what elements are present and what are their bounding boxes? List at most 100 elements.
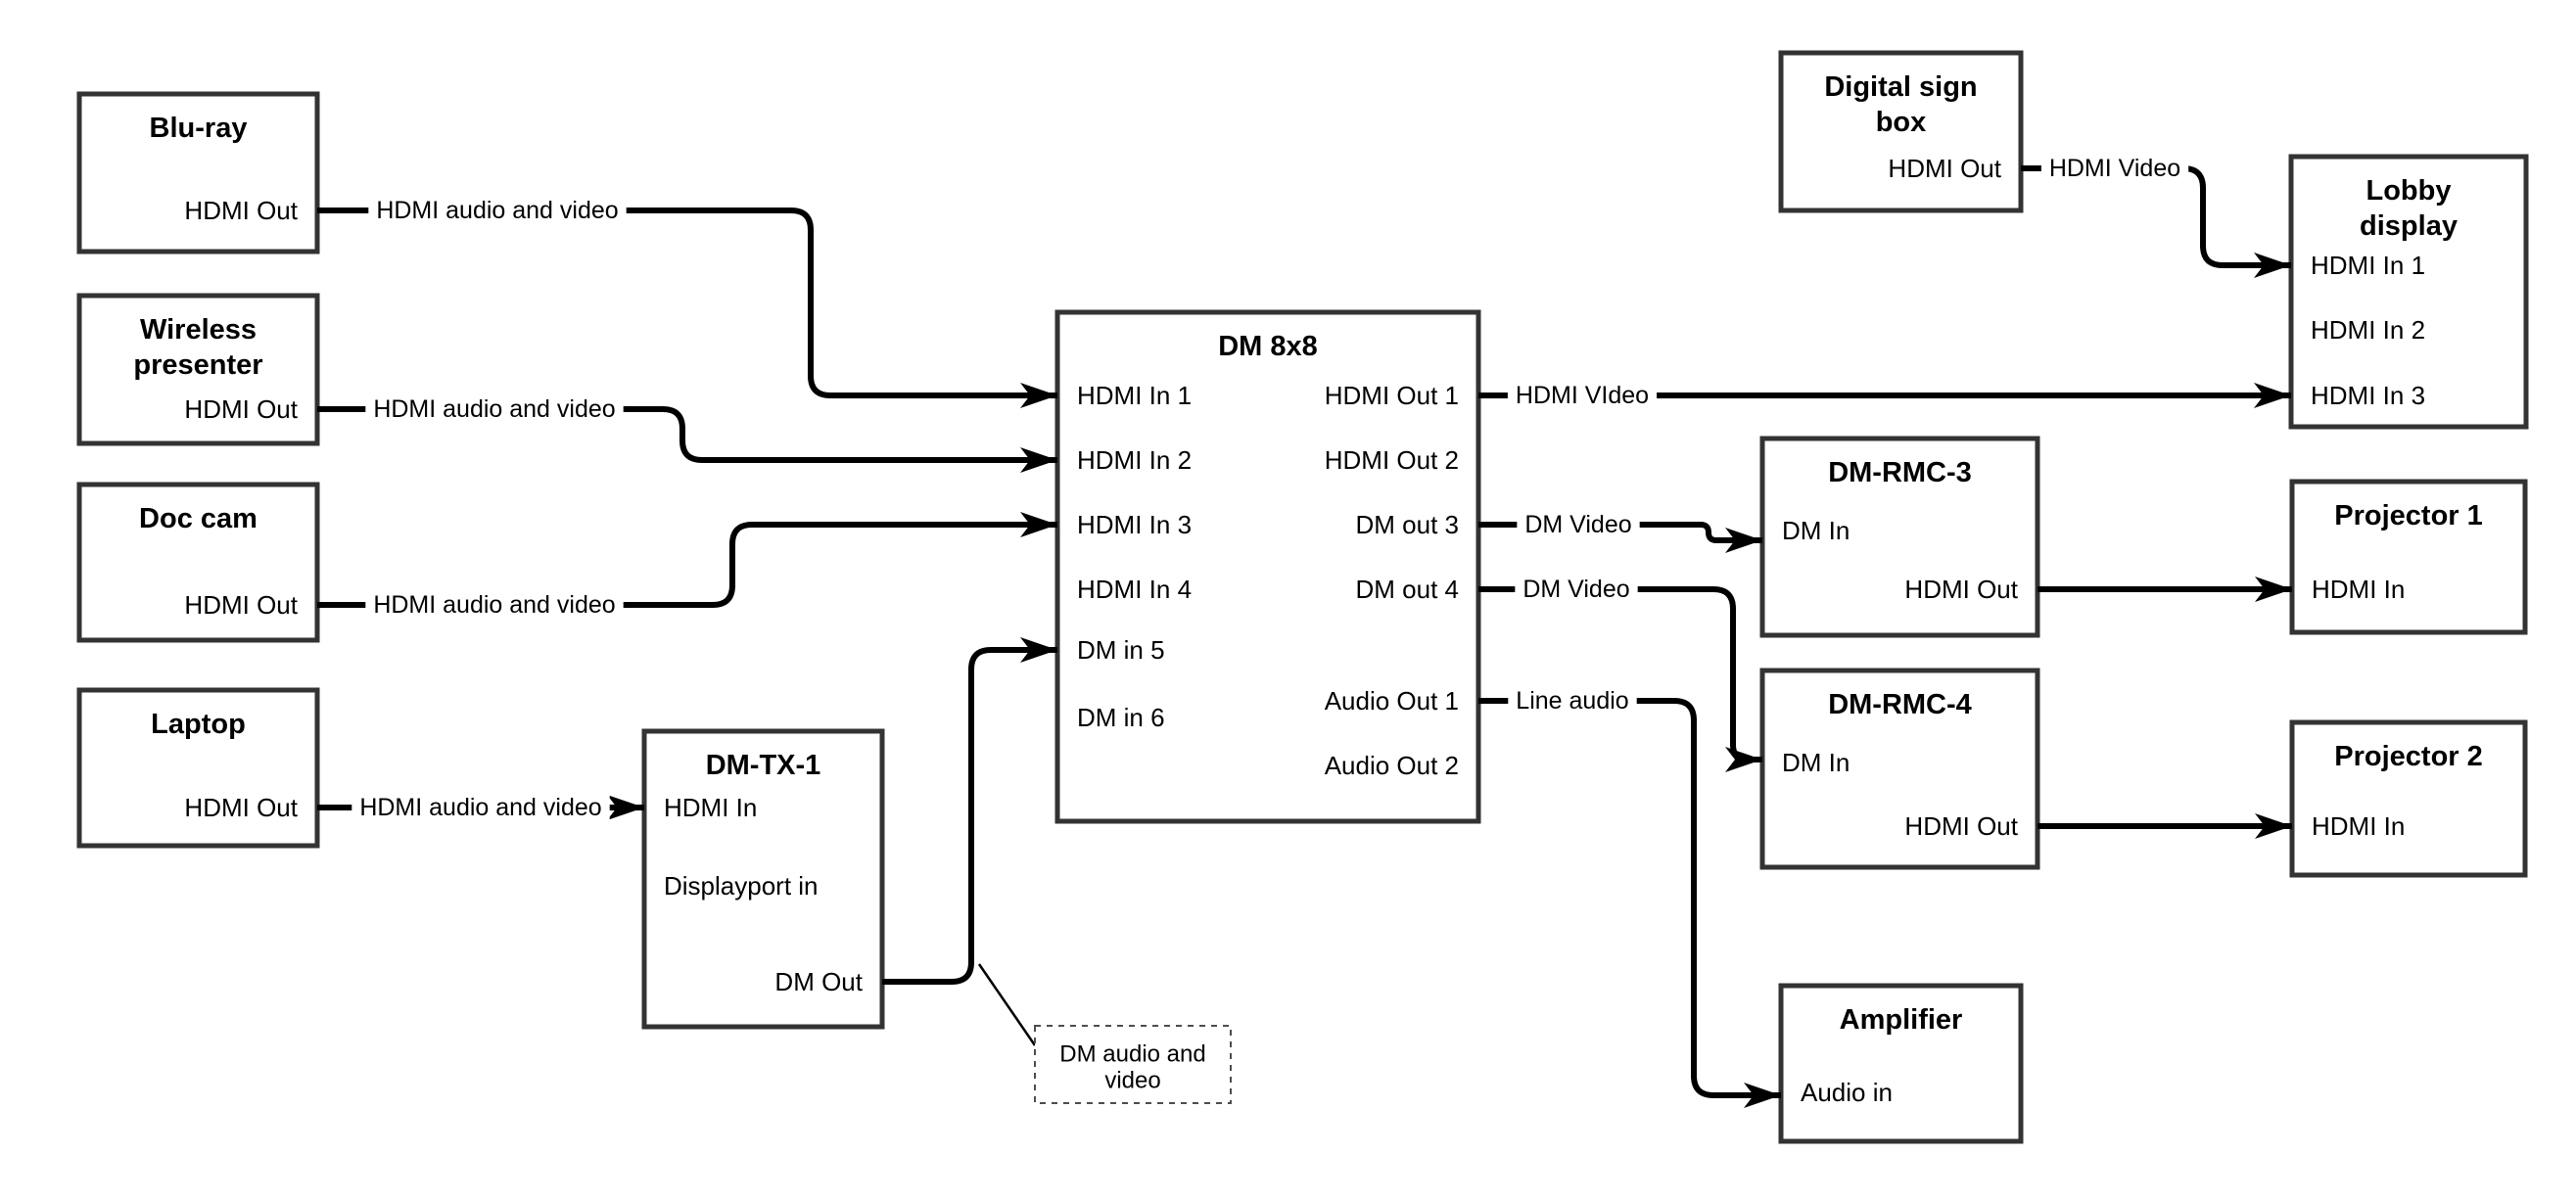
wire-label-bg <box>1508 684 1637 717</box>
port-amplifier-audio-in: Audio in <box>1801 1078 1893 1107</box>
port-lobby-display-hdmi-in-2: HDMI In 2 <box>2311 315 2425 345</box>
wire-label-bg <box>2040 152 2189 185</box>
port-dm-8x8-dm-in-6: DM in 6 <box>1077 703 1165 732</box>
port-lobby-display-hdmi-in-1: HDMI In 1 <box>2311 251 2425 280</box>
node-box-blu-ray <box>76 91 320 254</box>
wire-digital-sign-box-to-lobby-display-hdmi-in-1 <box>2021 165 2291 278</box>
wire-wireless-presenter-to-dm-8x8-hdmi-in-2 <box>317 406 1057 473</box>
node-title-dm-8x8: DM 8x8 <box>1218 331 1318 362</box>
wire-doc-cam-to-dm-8x8-hdmi-in-3 <box>317 512 1057 608</box>
node-box-dm-rmc-3 <box>1759 436 2040 638</box>
port-dm-tx-1-dm-out: DM Out <box>774 967 863 996</box>
wire-label-hdmi-audio-and-video-0: HDMI audio and video <box>368 194 627 227</box>
wire-blu-ray-to-dm-8x8-hdmi-in-1 <box>317 208 1057 408</box>
node-box-dm-8x8 <box>1054 309 1481 824</box>
wire-dm-8x8-to-dm-rmc-3-dm-in <box>1478 522 1762 553</box>
wire-label-text: HDMI audio and video <box>373 591 615 619</box>
node-title-lobby-display: display <box>2360 210 2458 242</box>
port-dm-8x8-hdmi-out-1: HDMI Out 1 <box>1325 381 1459 410</box>
port-dm-8x8-dm-out-3: DM out 3 <box>1356 510 1460 539</box>
node-box-dm-rmc-4 <box>1759 668 2040 870</box>
node-title-lobby-display: Lobby <box>2366 175 2452 207</box>
node-title-laptop: Laptop <box>151 709 246 740</box>
port-dm-rmc-4-dm-in: DM In <box>1782 748 1850 777</box>
note-text: video <box>1104 1068 1160 1094</box>
wire-label-hdmi-audio-and-video-3: HDMI audio and video <box>351 791 610 824</box>
node-box-wireless-presenter <box>76 293 320 446</box>
port-laptop-hdmi-out: HDMI Out <box>184 793 298 822</box>
node-box-digital-sign-box <box>1778 50 2024 213</box>
node-title-projector-1: Projector 1 <box>2334 500 2483 531</box>
port-doc-cam-hdmi-out: HDMI Out <box>184 590 298 620</box>
node-box-dm-tx-1 <box>641 728 885 1030</box>
port-dm-8x8-hdmi-out-2: HDMI Out 2 <box>1325 445 1459 475</box>
wire-label-bg <box>368 194 627 227</box>
wire-label-hdmi-audio-and-video-2: HDMI audio and video <box>365 588 624 622</box>
note-box-dm-audio-and-video <box>1034 1025 1232 1104</box>
wire-label-bg <box>351 791 610 824</box>
wire-dm-8x8-to-amplifier-audio-in <box>1478 698 1781 1108</box>
wire-label-hdmi-video-5: HDMI VIdeo <box>1507 379 1658 412</box>
node-title-dm-rmc-3: DM-RMC-3 <box>1828 457 1972 488</box>
node-dm-rmc-3: DM-RMC-3 DM In HDMI Out <box>1759 436 2040 638</box>
node-title-amplifier: Amplifier <box>1840 1004 1963 1036</box>
wire-label-text: HDMI Video <box>2049 155 2180 182</box>
note-leader-line <box>977 963 1037 1046</box>
port-dm-8x8-audio-out-1: Audio Out 1 <box>1325 686 1459 716</box>
port-projector-1-hdmi-in: HDMI In <box>2312 575 2405 604</box>
port-dm-tx-1-displayport-in: Displayport in <box>664 871 819 901</box>
node-title-wireless-presenter: presenter <box>133 349 262 381</box>
wire-label-hdmi-video-6: HDMI Video <box>2040 152 2189 185</box>
wire-label-text: HDMI audio and video <box>373 395 615 423</box>
node-title-doc-cam: Doc cam <box>139 503 258 534</box>
wire-label-dm-video-7: DM Video <box>1517 508 1640 541</box>
port-dm-rmc-3-dm-in: DM In <box>1782 516 1850 545</box>
node-box-projector-2 <box>2289 719 2528 878</box>
port-dm-8x8-audio-out-2: Audio Out 2 <box>1325 751 1459 780</box>
wire-label-bg <box>1507 379 1658 412</box>
port-blu-ray-hdmi-out: HDMI Out <box>184 196 298 225</box>
wire-dm-tx-1-to-dm-8x8-dm-in-5 <box>882 637 1057 985</box>
node-title-dm-tx-1: DM-TX-1 <box>706 750 821 781</box>
port-dm-tx-1-hdmi-in: HDMI In <box>664 793 757 822</box>
wire-label-bg <box>365 588 624 622</box>
wire-label-text: DM Video <box>1522 576 1629 603</box>
port-lobby-display-hdmi-in-3: HDMI In 3 <box>2311 381 2425 410</box>
wire-label-bg <box>365 393 624 426</box>
node-box-doc-cam <box>76 482 320 643</box>
wire-label-bg <box>1515 573 1638 606</box>
wire-label-text: HDMI audio and video <box>359 794 601 821</box>
node-title-digital-sign-box: box <box>1876 107 1927 138</box>
port-dm-8x8-hdmi-in-1: HDMI In 1 <box>1077 381 1192 410</box>
node-title-dm-rmc-4: DM-RMC-4 <box>1828 689 1972 720</box>
wire-label-dm-video-8: DM Video <box>1515 573 1638 606</box>
node-box-amplifier <box>1778 983 2024 1144</box>
node-title-wireless-presenter: Wireless <box>140 314 257 346</box>
port-dm-8x8-dm-in-5: DM in 5 <box>1077 635 1165 665</box>
port-dm-8x8-hdmi-in-2: HDMI In 2 <box>1077 445 1192 475</box>
node-projector-1: Projector 1 HDMI In <box>2289 479 2528 635</box>
port-dm-rmc-3-hdmi-out: HDMI Out <box>1904 575 2018 604</box>
wire-label-line-audio-9: Line audio <box>1508 684 1637 717</box>
port-dm-8x8-hdmi-in-3: HDMI In 3 <box>1077 510 1192 539</box>
wire-label-text: HDMI audio and video <box>376 197 618 224</box>
wire-dm-8x8-to-dm-rmc-4-dm-in <box>1478 586 1762 772</box>
wire-label-hdmi-audio-and-video-1: HDMI audio and video <box>365 393 624 426</box>
port-dm-8x8-dm-out-4: DM out 4 <box>1356 575 1460 604</box>
note-text: DM audio and <box>1059 1041 1205 1068</box>
node-box-projector-1 <box>2289 479 2528 635</box>
